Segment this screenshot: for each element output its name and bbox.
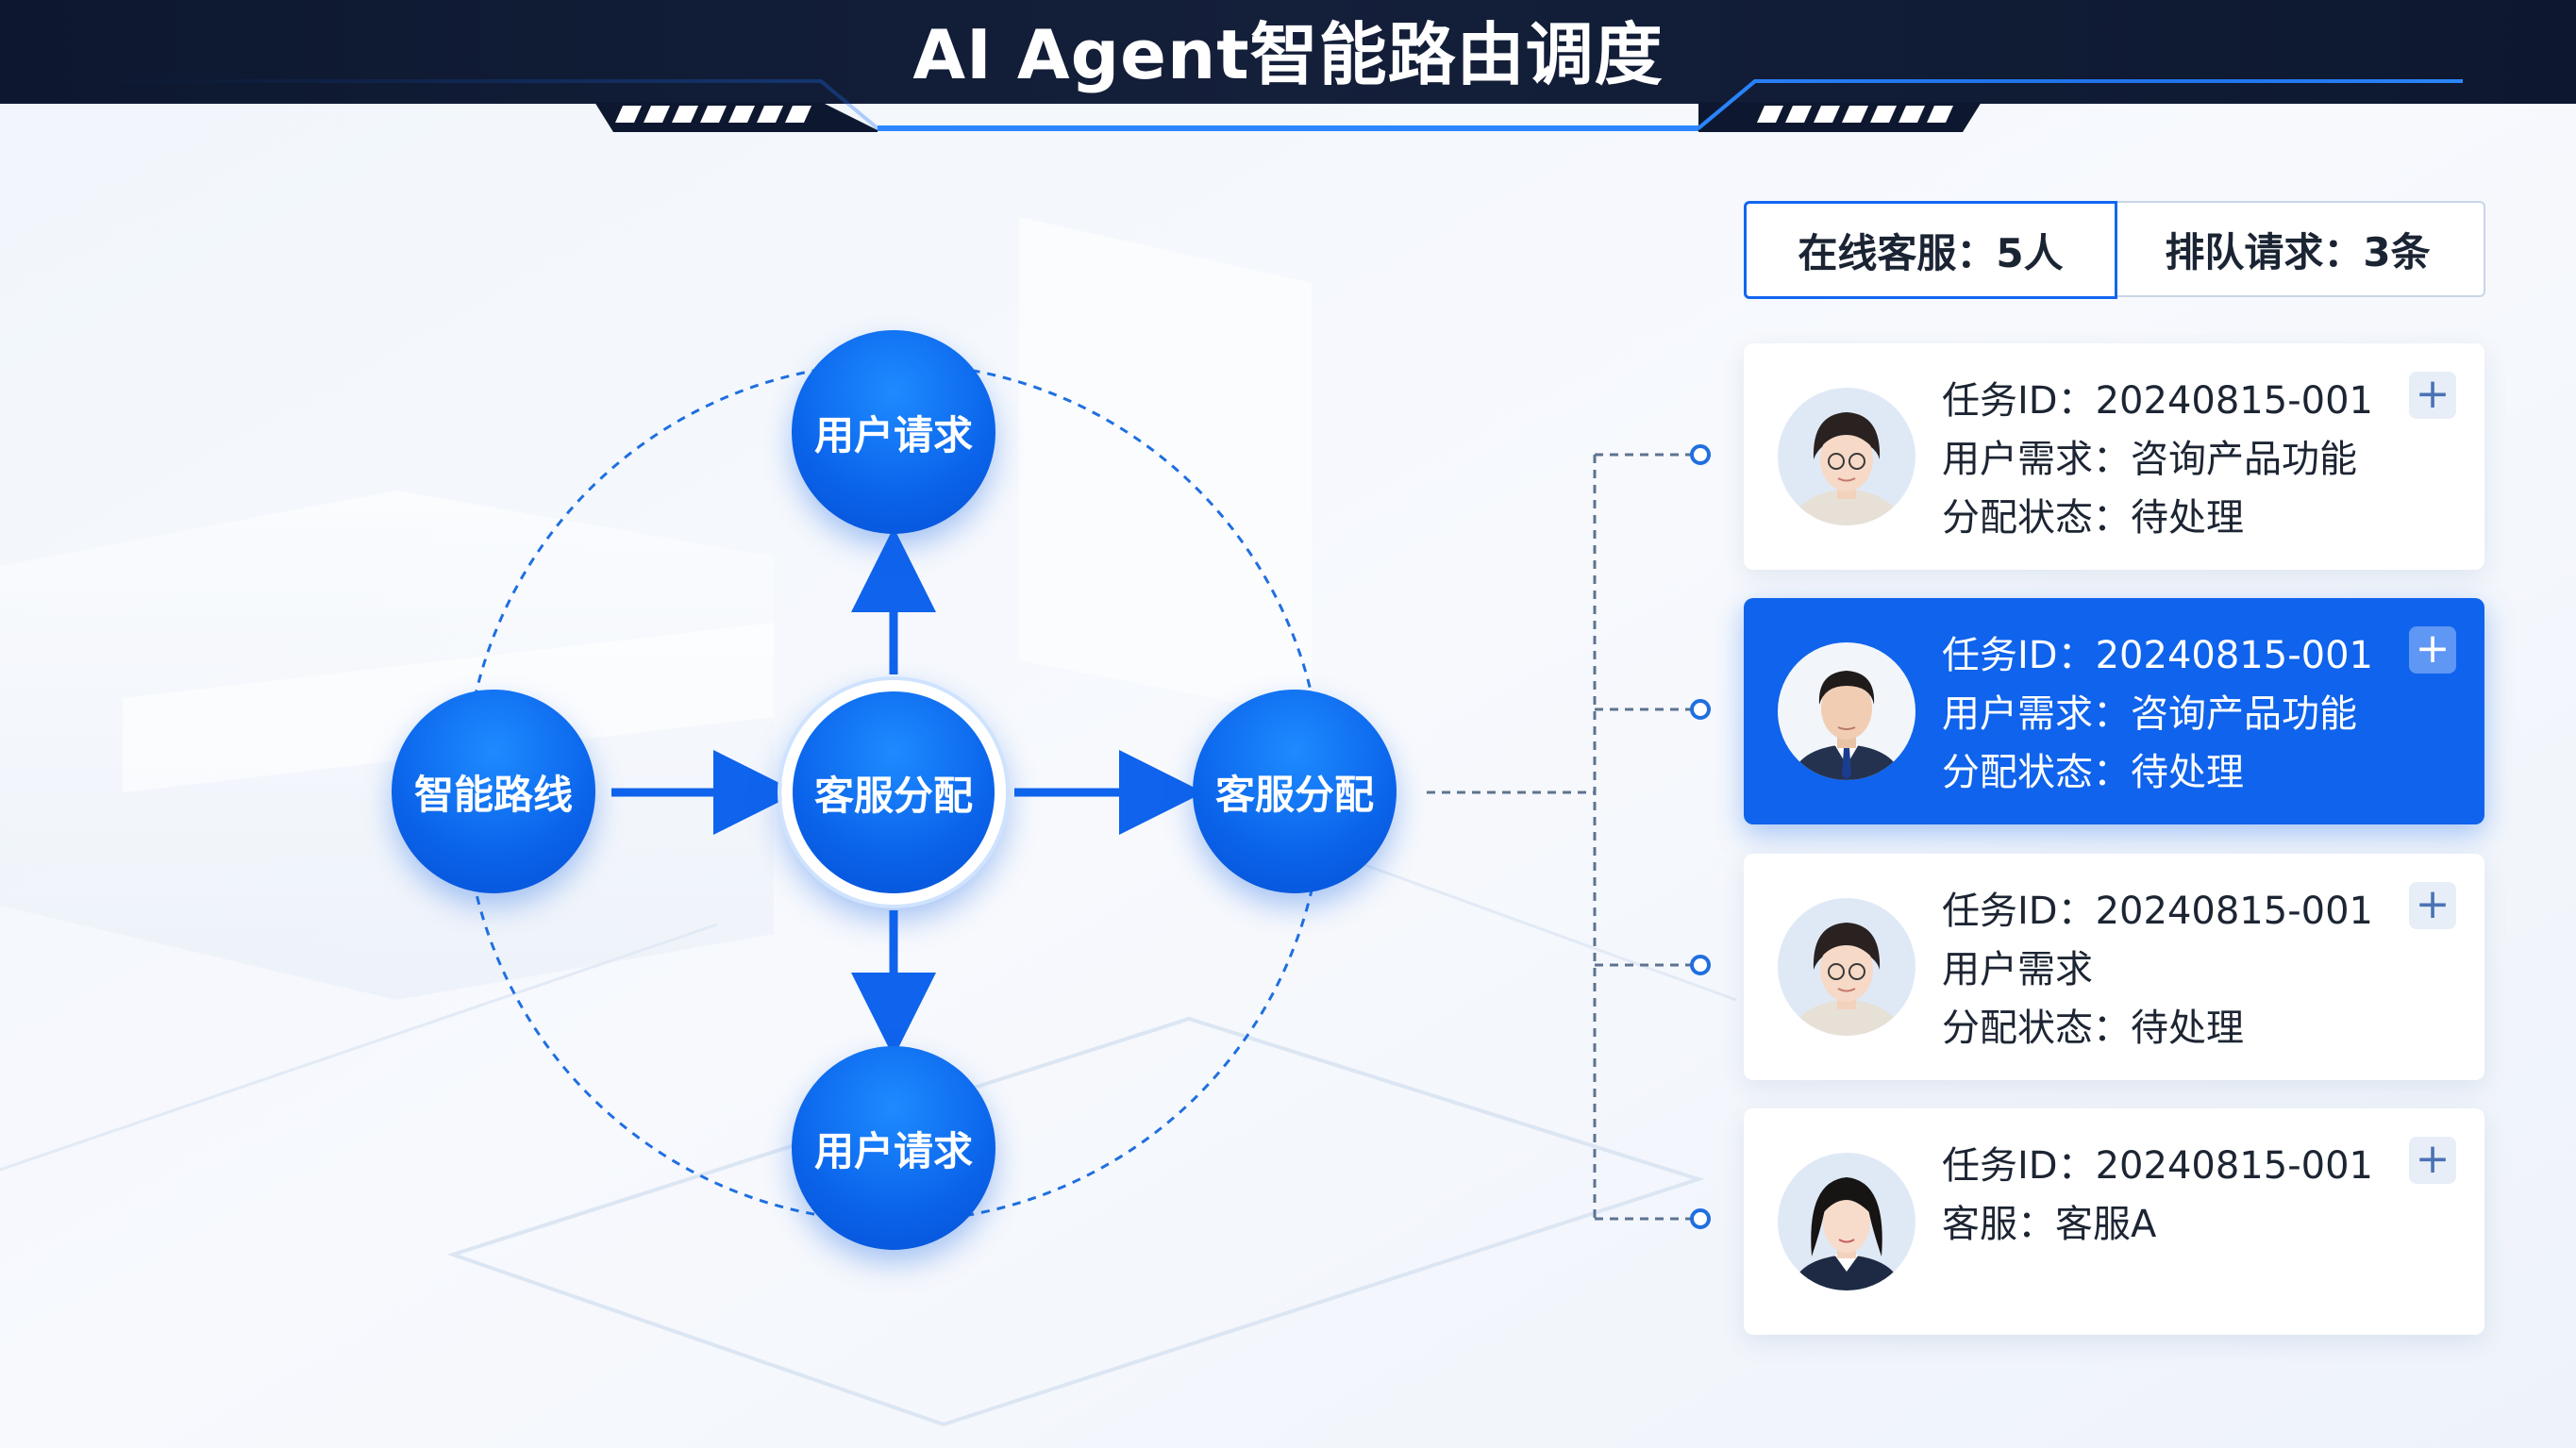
- task-id-text: 任务ID：20240815-001: [1942, 379, 2373, 423]
- task-id-text: 任务ID：20240815-001: [1942, 1144, 2373, 1188]
- female-agent-glasses-icon: [1778, 898, 1915, 1036]
- user-need-text: 用户需求：咨询产品功能: [1942, 692, 2357, 736]
- task-id-text: 任务ID：20240815-001: [1942, 634, 2373, 677]
- assign-status-text: 分配状态：待处理: [1942, 751, 2244, 794]
- add-button[interactable]: +: [2409, 626, 2456, 674]
- card-connectors: [1427, 453, 1694, 1221]
- node-smart-route: 智能路线: [392, 690, 595, 893]
- female-agent-glasses-icon: [1778, 388, 1915, 525]
- node-agent-assign-right: 客服分配: [1193, 690, 1397, 893]
- connector-dots: [1690, 444, 1711, 1229]
- task-id-text: 任务ID：20240815-001: [1942, 890, 2373, 933]
- queue-requests-stat[interactable]: 排队请求：3条: [2112, 201, 2485, 297]
- task-card[interactable]: 任务ID：20240815-001 用户需求 分配状态：待处理 +: [1744, 854, 2484, 1080]
- online-agents-stat[interactable]: 在线客服：5人: [1744, 201, 2117, 299]
- task-card[interactable]: 任务ID：20240815-001 用户需求：咨询产品功能 分配状态：待处理 +: [1744, 343, 2484, 570]
- add-button[interactable]: +: [2409, 372, 2456, 419]
- female-agent-icon: [1778, 1153, 1915, 1290]
- male-agent-icon: [1778, 642, 1915, 780]
- add-button[interactable]: +: [2409, 882, 2456, 929]
- task-card[interactable]: 任务ID：20240815-001 客服：客服A +: [1744, 1108, 2484, 1335]
- node-user-request-top: 用户请求: [792, 330, 995, 534]
- node-user-request-bottom: 用户请求: [792, 1046, 995, 1250]
- add-button[interactable]: +: [2409, 1137, 2456, 1184]
- header-decoration: [113, 79, 2463, 132]
- task-card-selected[interactable]: 任务ID：20240815-001 用户需求：咨询产品功能 分配状态：待处理 +: [1744, 598, 2484, 824]
- header-bar: [0, 0, 2576, 104]
- assign-status-text: 分配状态：待处理: [1942, 1007, 2244, 1050]
- page-title: AI Agent智能路由调度: [912, 15, 1664, 94]
- user-need-text: 用户需求：咨询产品功能: [1942, 438, 2357, 481]
- assign-status-text: 分配状态：待处理: [1942, 496, 2244, 540]
- agent-name-text: 客服：客服A: [1942, 1203, 2157, 1246]
- user-need-text: 用户需求: [1942, 948, 2093, 991]
- node-agent-assign-center: 客服分配: [781, 680, 1006, 905]
